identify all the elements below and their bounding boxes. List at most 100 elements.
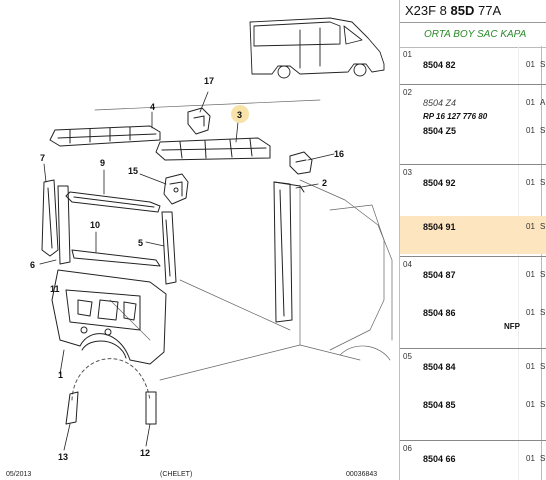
part-row-selected[interactable]: 8504 91 01 S [400, 216, 546, 254]
quantity: 01 [526, 98, 535, 107]
part-trim-13 [65, 391, 79, 425]
side-code: S [540, 60, 546, 69]
part-row[interactable]: 8504 92 01 S [400, 178, 546, 192]
callout-17[interactable]: 17 [204, 76, 214, 86]
parts-list-panel: X23F 8 85D 77A ORTA BOY SAC KAPA 01 8504… [399, 0, 546, 480]
part-roof-bow-right [155, 137, 271, 161]
part-pillar-7 [41, 179, 59, 257]
part-number: 8504 Z4 [423, 98, 457, 108]
wheel-outline [71, 358, 151, 401]
group-03[interactable]: 03 8504 92 01 S 8504 91 01 S [400, 164, 546, 257]
replacement-ref: RP 16 127 776 80 [423, 112, 488, 121]
part-row[interactable]: 8504 Z5 01 S [400, 126, 546, 140]
part-roof-bow-left [49, 125, 161, 147]
side-code: S [540, 362, 546, 371]
callout-16[interactable]: 16 [334, 149, 344, 159]
group-01[interactable]: 01 8504 82 01 S [400, 46, 546, 85]
quantity: 01 [526, 126, 535, 135]
part-number: 8504 86 [423, 308, 456, 318]
group-06[interactable]: 06 8504 66 01 S [400, 440, 546, 480]
side-code: S [540, 454, 546, 463]
part-bracket-17 [187, 107, 211, 135]
part-number: 8504 84 [423, 362, 456, 372]
part-pillar-5 [161, 211, 177, 285]
part-number: 8504 82 [423, 60, 456, 70]
part-row[interactable]: 8504 Z4 01 A [400, 98, 546, 112]
callout-3[interactable]: 3 [237, 110, 242, 120]
group-number: 06 [403, 444, 412, 453]
group-number: 04 [403, 260, 412, 269]
quantity: 01 [526, 60, 535, 69]
callout-12[interactable]: 12 [140, 448, 150, 458]
callout-1[interactable]: 1 [58, 370, 63, 380]
group-number: 01 [403, 50, 412, 59]
side-code: S [540, 178, 546, 187]
callout-5[interactable]: 5 [138, 238, 143, 248]
part-row[interactable]: 8504 84 01 S [400, 362, 546, 376]
column-divider [541, 46, 542, 480]
ref-part-c: 77A [474, 3, 502, 18]
reference-bar: X23F 8 85D 77A [400, 0, 546, 23]
callout-11[interactable]: 11 [50, 284, 60, 294]
part-row[interactable]: 8504 86 01 S [400, 308, 546, 322]
side-code: S [540, 400, 546, 409]
side-code: S [540, 270, 546, 279]
callout-highlight-marker [231, 105, 249, 123]
column-divider [518, 46, 519, 480]
side-code: S [540, 126, 546, 135]
callout-7[interactable]: 7 [40, 153, 45, 163]
callout-9[interactable]: 9 [100, 158, 105, 168]
part-number: 8504 92 [423, 178, 456, 188]
side-code: A [540, 98, 546, 107]
callout-15[interactable]: 15 [128, 166, 138, 176]
quantity: 01 [526, 454, 535, 463]
part-rail-10 [71, 249, 161, 267]
van-thumbnail [249, 17, 385, 79]
part-pillar-6 [57, 185, 71, 265]
callout-2[interactable]: 2 [322, 178, 327, 188]
quantity: 01 [526, 222, 535, 231]
part-wheel-arch-panel-1 [51, 269, 167, 365]
body-outline [94, 99, 393, 381]
exploded-view-drawing: 1 2 3 4 5 6 7 9 10 11 12 13 15 16 17 [30, 17, 393, 462]
callout-labels: 1 2 3 4 5 6 7 9 10 11 12 13 15 16 17 [30, 76, 344, 462]
ref-part-b: 85D [450, 3, 475, 18]
group-number: 02 [403, 88, 412, 97]
part-number: 8504 91 [423, 222, 456, 232]
section-title: ORTA BOY SAC KAPA [400, 23, 546, 48]
footer-mid: (CHELET) [160, 471, 193, 478]
group-number: 05 [403, 352, 412, 361]
quantity: 01 [526, 400, 535, 409]
group-05[interactable]: 05 8504 84 01 S 8504 85 01 S [400, 348, 546, 441]
nfp-flag: NFP [504, 322, 520, 331]
ref-part-a: X23F 8 [405, 3, 451, 18]
part-row[interactable]: 8504 66 01 S [400, 454, 546, 468]
side-code: S [540, 308, 546, 317]
footer-ref: 00036843 [346, 471, 378, 478]
part-row[interactable]: 8504 82 01 S [400, 60, 546, 74]
quantity: 01 [526, 270, 535, 279]
callout-4[interactable]: 4 [150, 102, 155, 112]
footer-date: 05/2013 [6, 471, 32, 478]
leader-lines [39, 91, 335, 451]
group-04[interactable]: 04 8504 87 01 S 8504 86 01 S NFP [400, 256, 546, 349]
part-number: 8504 87 [423, 270, 456, 280]
group-02[interactable]: 02 8504 Z4 01 A RP 16 127 776 80 8504 Z5… [400, 84, 546, 165]
callout-6[interactable]: 6 [30, 260, 35, 270]
part-crossmember-9 [65, 191, 161, 213]
callout-13[interactable]: 13 [58, 452, 68, 462]
quantity: 01 [526, 178, 535, 187]
part-row[interactable]: 8504 85 01 S [400, 400, 546, 414]
part-number: 8504 66 [423, 454, 456, 464]
callout-10[interactable]: 10 [90, 220, 100, 230]
part-trim-12 [145, 391, 157, 425]
part-pillar-2 [273, 181, 305, 323]
quantity: 01 [526, 308, 535, 317]
part-number: 8504 Z5 [423, 126, 457, 136]
side-code: S [540, 222, 546, 231]
part-bracket-15 [163, 173, 189, 205]
part-row[interactable]: 8504 87 01 S [400, 270, 546, 284]
parts-diagram: 1 2 3 4 5 6 7 9 10 11 12 13 15 16 17 05/… [6, 17, 393, 478]
group-number: 03 [403, 168, 412, 177]
quantity: 01 [526, 362, 535, 371]
